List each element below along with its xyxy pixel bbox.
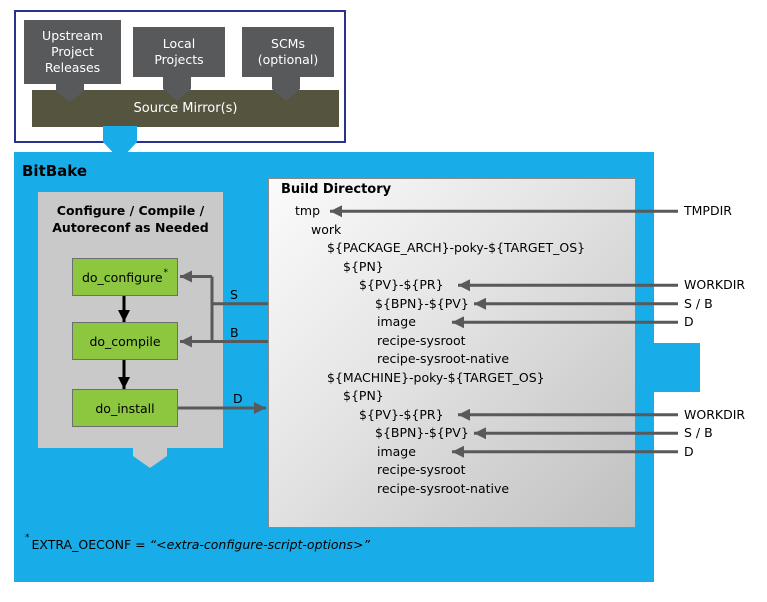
tree-item-work: work xyxy=(311,221,342,237)
source-mirrors-bar: Source Mirror(s) xyxy=(32,90,339,127)
upstream-sources-panel: Upstream Project Releases Local Projects… xyxy=(14,10,346,143)
do-configure-label: do_configure xyxy=(81,269,163,285)
workdir-label-2: WORKDIR xyxy=(684,407,746,422)
s-b-label-2: S / B xyxy=(684,425,713,440)
tree-item-package-arch: ${PACKAGE_ARCH}-poky-${TARGET_OS} xyxy=(327,240,586,255)
upstream-project-releases-box: Upstream Project Releases xyxy=(24,20,121,84)
task-panel-title: Configure / Compile / Autoreconf as Need… xyxy=(38,202,223,236)
upstream-line: Project xyxy=(51,44,94,59)
tmpdir-label: TMPDIR xyxy=(684,203,732,218)
tree-item-recipe-sysroot-native-2: recipe-sysroot-native xyxy=(377,480,510,496)
tree-item-pn-1: ${PN} xyxy=(343,258,384,274)
source-mirrors-label: Source Mirror(s) xyxy=(133,101,238,116)
build-directory-box xyxy=(268,178,636,528)
tree-item-pv-pr-1: ${PV}-${PR} xyxy=(359,277,444,292)
bitbake-title: BitBake xyxy=(22,162,88,180)
d-flow-label: D xyxy=(233,391,243,406)
workdir-label-1: WORKDIR xyxy=(684,277,746,292)
scms-line: (optional) xyxy=(257,52,319,67)
scms-box: SCMs (optional) xyxy=(242,27,334,77)
tree-item-pn-2: ${PN} xyxy=(343,388,384,403)
b-flow-label: B xyxy=(230,325,239,340)
footnote-quoted-value: “<extra-configure-script-options>” xyxy=(149,537,370,553)
right-connector-tab xyxy=(654,343,700,392)
local-projects-box: Local Projects xyxy=(133,27,225,77)
tree-item-image-2: image xyxy=(377,443,416,459)
tree-item-recipe-sysroot-native-1: recipe-sysroot-native xyxy=(377,351,510,366)
d-label-2: D xyxy=(684,444,694,459)
do-configure-footnote-marker: * xyxy=(163,268,169,278)
upstream-line: Upstream xyxy=(42,28,103,43)
tree-item-tmp: tmp xyxy=(295,203,321,218)
tree-item-machine: ${MACHINE}-poky-${TARGET_OS} xyxy=(327,369,545,385)
scms-line: SCMs xyxy=(271,36,305,51)
tree-item-pv-pr-2: ${PV}-${PR} xyxy=(359,406,444,422)
footnote-lead: EXTRA_OECONF = xyxy=(31,537,150,553)
local-line: Projects xyxy=(154,52,204,67)
footnote-marker: * xyxy=(25,533,30,543)
task-panel-title-line1: Configure / Compile / xyxy=(56,203,205,218)
d-label-1: D xyxy=(684,314,694,329)
do-configure-box: do_configure* xyxy=(72,258,178,296)
tree-item-bpn-pv-2: ${BPN}-${PV} xyxy=(375,425,469,440)
do-install-box: do_install xyxy=(72,389,178,427)
build-directory-title: Build Directory xyxy=(281,182,392,197)
upstream-line: Releases xyxy=(44,60,101,75)
do-compile-box: do_compile xyxy=(72,322,178,360)
tree-item-bpn-pv-1: ${BPN}-${PV} xyxy=(375,295,469,311)
do-install-label: do_install xyxy=(95,400,155,416)
tree-item-image-1: image xyxy=(377,314,416,329)
s-b-label-1: S / B xyxy=(684,296,713,311)
do-compile-label: do_compile xyxy=(89,333,161,349)
task-panel-title-line2: Autoreconf as Needed xyxy=(52,220,209,235)
s-flow-label: S xyxy=(230,287,238,302)
tree-item-recipe-sysroot-2: recipe-sysroot xyxy=(377,462,466,477)
tree-item-recipe-sysroot-1: recipe-sysroot xyxy=(377,332,466,348)
local-line: Local xyxy=(162,36,196,51)
extra-oeconf-footnote: *EXTRA_OECONF = “<extra-configure-script… xyxy=(25,533,370,553)
